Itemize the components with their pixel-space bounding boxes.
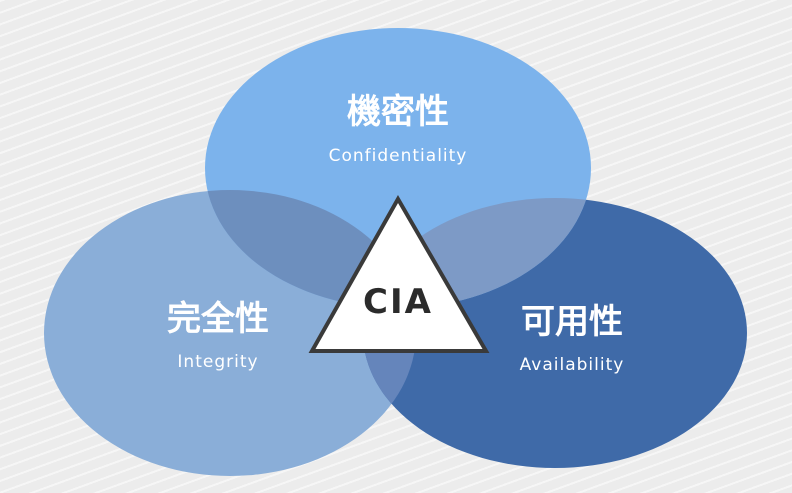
cia-triangle [308,194,490,353]
confidentiality-label-ja: 機密性 [347,92,449,132]
integrity-label-en: Integrity [177,352,258,372]
availability-label-en: Availability [520,355,625,375]
integrity-label-ja: 完全性 [167,299,269,339]
confidentiality-availability-overlap [363,198,591,308]
availability-label-ja: 可用性 [521,302,623,342]
confidentiality-label-en: Confidentiality [329,146,468,166]
confidentiality-integrity-overlap [205,190,416,308]
cia-center-label: CIA [363,282,433,322]
